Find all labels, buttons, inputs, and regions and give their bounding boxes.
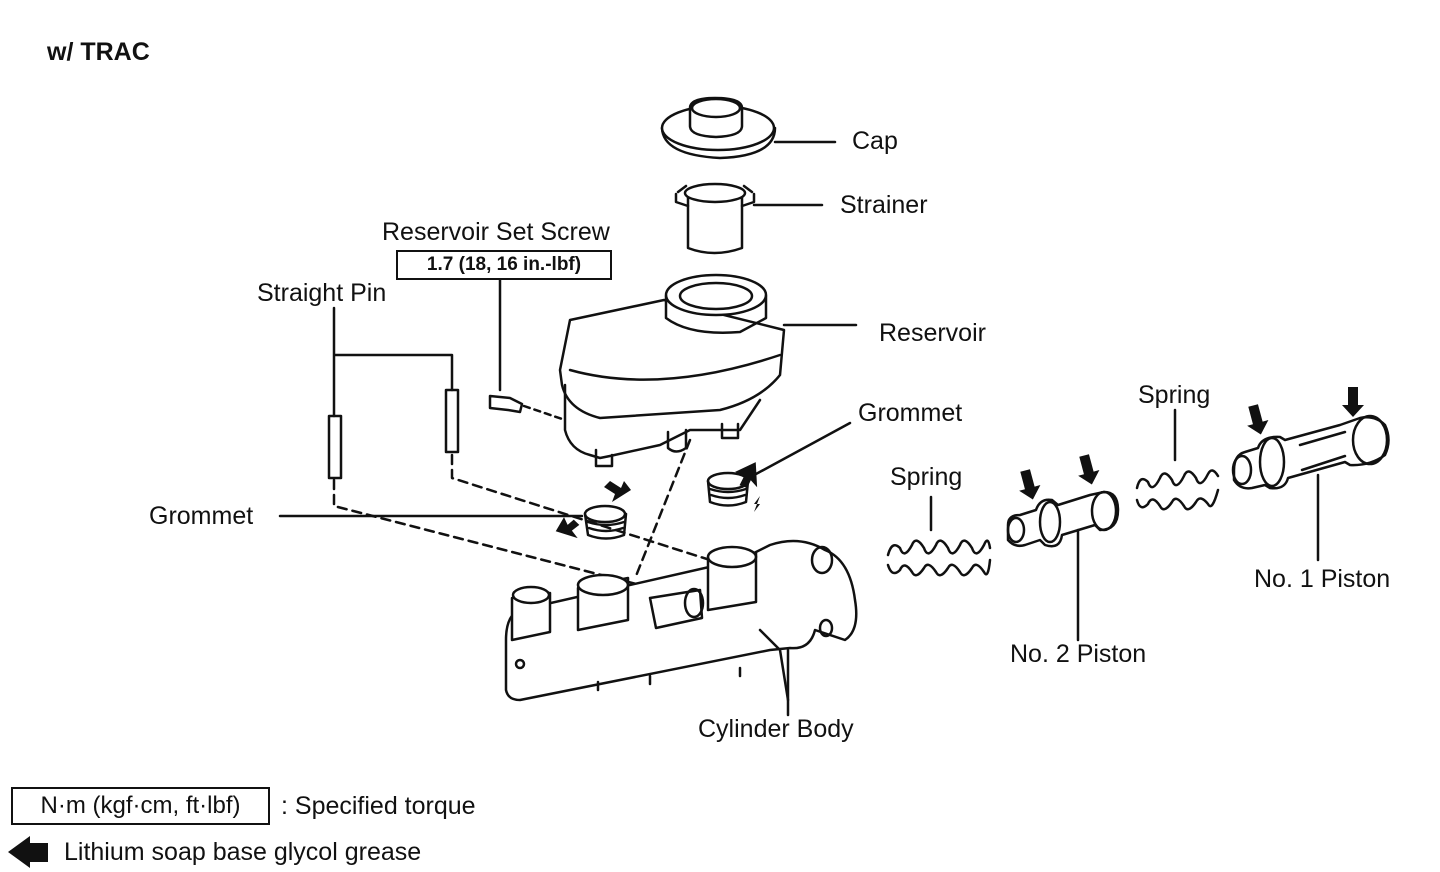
cap-part	[660, 96, 777, 160]
strainer-part	[674, 182, 756, 255]
straight-pins-part	[327, 306, 712, 587]
grommet-left-part	[278, 504, 628, 540]
leader-lines	[752, 140, 858, 327]
legend-torque-units: N·m (kgf·cm, ft·lbf)	[40, 792, 241, 819]
legend-grease-desc: Lithium soap base glycol grease	[64, 838, 422, 866]
label-cap: Cap	[852, 127, 898, 155]
label-spring-right: Spring	[1138, 381, 1211, 409]
label-grommet-left: Grommet	[149, 502, 254, 530]
reservoir-set-screw-part	[488, 278, 567, 422]
label-reservoir-set-screw: Reservoir Set Screw	[382, 218, 610, 246]
spring-right-part	[1135, 408, 1220, 511]
grease-arrow-icon	[555, 387, 1364, 539]
page-title: w/ TRAC	[47, 38, 150, 66]
grommet-right-part	[706, 421, 852, 507]
label-strainer: Strainer	[840, 191, 928, 219]
label-no2-piston: No. 2 Piston	[1010, 640, 1147, 668]
legend-torque-box: N·m (kgf·cm, ft·lbf)	[11, 787, 270, 825]
label-no1-piston: No. 1 Piston	[1254, 565, 1391, 593]
torque-value: 1.7 (18, 16 in.-lbf)	[426, 254, 582, 275]
reservoir-part	[558, 273, 786, 468]
torque-value-box: 1.7 (18, 16 in.-lbf)	[396, 250, 612, 280]
label-cylinder-body: Cylinder Body	[698, 715, 854, 743]
legend-torque-desc: : Specified torque	[281, 792, 476, 820]
legend-grease-arrow-icon	[8, 836, 48, 868]
label-reservoir: Reservoir	[879, 319, 986, 347]
no2-piston-part	[1006, 490, 1120, 642]
no1-piston-part	[1231, 414, 1390, 562]
label-straight-pin: Straight Pin	[257, 279, 387, 307]
label-grommet-right: Grommet	[858, 399, 963, 427]
cylinder-body-part	[504, 539, 858, 717]
spring-left-part	[886, 495, 992, 577]
label-spring-left: Spring	[890, 463, 963, 491]
